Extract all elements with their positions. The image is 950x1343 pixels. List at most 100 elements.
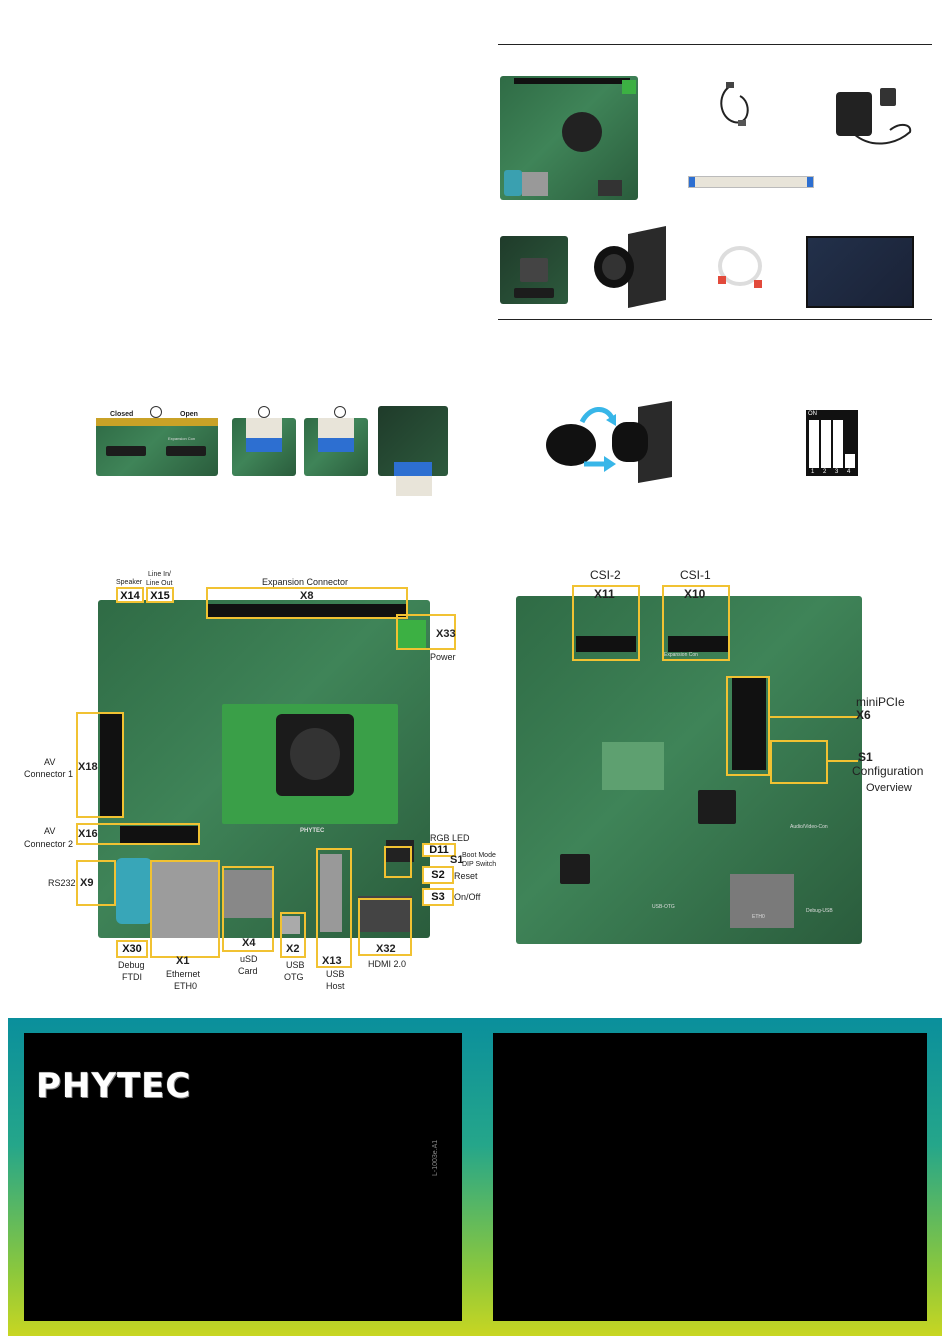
front-x18-box	[76, 712, 124, 818]
front-otg-label: OTG	[284, 972, 304, 982]
jumper-circle-marker	[150, 406, 162, 418]
front-x9-box	[76, 860, 116, 906]
front-d11-box: D11	[422, 843, 456, 857]
back-s1-label: S1	[858, 750, 873, 764]
back-x6-box	[726, 676, 770, 776]
front-speaker-label: Speaker	[116, 579, 143, 586]
front-x14-box: X14	[116, 587, 144, 603]
jumper-expansion-con-label: Expansion Con	[168, 436, 196, 441]
front-x33-box	[396, 614, 456, 650]
front-x1-label: X1	[176, 955, 190, 967]
back-configuration-label: Configuration	[852, 764, 924, 778]
front-phytec-chip-label: PHYTEC	[300, 828, 325, 834]
flex-insert-photo-2	[304, 418, 368, 476]
front-card-label: Card	[238, 966, 258, 976]
front-boot-mode-label-2: DIP Switch	[462, 861, 497, 868]
front-power-label: Power	[430, 652, 456, 662]
brand-right-panel	[493, 1033, 927, 1321]
front-x8-label: X8	[300, 590, 314, 602]
dip-number-3: 3	[835, 469, 839, 475]
kit-plug-adapter-photo	[880, 88, 896, 106]
back-s1-box	[770, 740, 828, 784]
back-csi1-label: CSI-1	[680, 568, 711, 582]
front-x1-box	[150, 860, 220, 958]
lens-photo	[546, 424, 596, 466]
front-x15-box: X15	[146, 587, 174, 603]
front-rs232-label: RS232	[48, 878, 76, 888]
front-hdmi-label: HDMI 2.0	[368, 959, 407, 969]
front-s3-box: S3	[422, 888, 454, 906]
kit-flex-cable-photo	[688, 176, 814, 188]
front-x18-label: X18	[78, 761, 98, 773]
front-expansion-connector-label: Expansion Connector	[262, 577, 349, 587]
front-onoff-label: On/Off	[454, 892, 481, 902]
front-x13-box	[316, 848, 352, 968]
front-rgb-led-label: RGB LED	[430, 833, 470, 843]
back-x10-label: X10	[684, 587, 706, 601]
back-x11-label: X11	[594, 587, 615, 601]
front-ethernet-label: Ethernet	[166, 969, 201, 979]
front-x13-label: X13	[322, 955, 342, 967]
front-board-photo	[98, 600, 430, 938]
kit-camera-lens-photo	[594, 225, 668, 309]
camera-module-lens-photo	[612, 401, 672, 483]
kit-usb-cable-photo	[720, 82, 749, 126]
front-av1-label-2: Connector 1	[24, 769, 74, 779]
front-av2-label-2: Connector 2	[24, 839, 74, 849]
front-s2-box: S2	[422, 866, 454, 884]
lens-rotate-arrows	[579, 407, 616, 472]
front-x8-box	[206, 587, 408, 619]
dip-on-label: ON	[808, 411, 817, 417]
jumper-open-label: Open	[180, 411, 198, 418]
dip-number-1: 1	[811, 469, 815, 475]
front-x30-box: X30	[116, 940, 148, 958]
dip-switch-diagram: ON 1 2 3 4	[806, 410, 858, 476]
dip-number-2: 2	[823, 469, 827, 475]
front-av1-label-1: AV	[44, 757, 56, 767]
back-csi2-label: CSI-2	[590, 568, 621, 582]
front-av2-label-1: AV	[44, 826, 56, 836]
kit-ethernet-cable-photo	[718, 246, 762, 288]
back-x6-leader	[770, 716, 858, 718]
front-line-in-label: Line In/	[148, 571, 171, 578]
front-host-label: Host	[326, 981, 345, 991]
front-x2-label: X2	[286, 943, 300, 955]
front-x4-label: X4	[242, 937, 256, 949]
flex-circle-marker-2	[334, 406, 346, 418]
front-x33-label: X33	[436, 628, 456, 640]
front-x32-label: X32	[376, 943, 396, 955]
kit-board-photo	[500, 76, 638, 200]
back-debug-usb-label: Debug-USB	[806, 908, 833, 914]
back-eth0-label: ETH0	[752, 914, 765, 920]
front-x32-box	[358, 898, 412, 956]
camera-flex-photo	[378, 406, 448, 476]
front-line-out-label: Line Out	[146, 580, 173, 587]
back-x10-box	[662, 585, 730, 661]
dip-number-4: 4	[847, 469, 851, 475]
back-usb-otg-label: USB-OTG	[652, 904, 675, 910]
camera-flex-cable	[396, 476, 432, 496]
front-eth0-label: ETH0	[174, 981, 198, 991]
back-audio-video-label: Audio/Video-Con	[790, 824, 828, 830]
brand-left-panel	[24, 1033, 462, 1321]
kit-top-divider	[498, 44, 932, 45]
front-usd-label: uSD	[240, 954, 258, 964]
front-usb-label: USB	[286, 960, 305, 970]
flex-insert-photo-1	[232, 418, 296, 476]
front-boot-mode-label-1: Boot Mode	[462, 852, 496, 859]
front-reset-label: Reset	[454, 871, 478, 881]
jumper-photo	[96, 418, 218, 476]
front-s1-area-box	[384, 846, 412, 878]
kit-power-cable	[853, 124, 912, 145]
kit-display-photo	[806, 236, 914, 308]
front-x9-label: X9	[80, 877, 94, 889]
front-x4-box	[222, 866, 274, 952]
back-expansion-con-label: Expansion Con	[664, 652, 698, 658]
back-x11-box	[572, 585, 640, 661]
front-debug-label: Debug	[118, 960, 145, 970]
jumper-closed-label: Closed	[110, 411, 134, 418]
doc-id-label: L-1003e.A1	[432, 1139, 439, 1176]
front-s1-label: S1	[450, 854, 464, 866]
flex-circle-marker-1	[258, 406, 270, 418]
front-x16-label: X16	[78, 828, 98, 840]
